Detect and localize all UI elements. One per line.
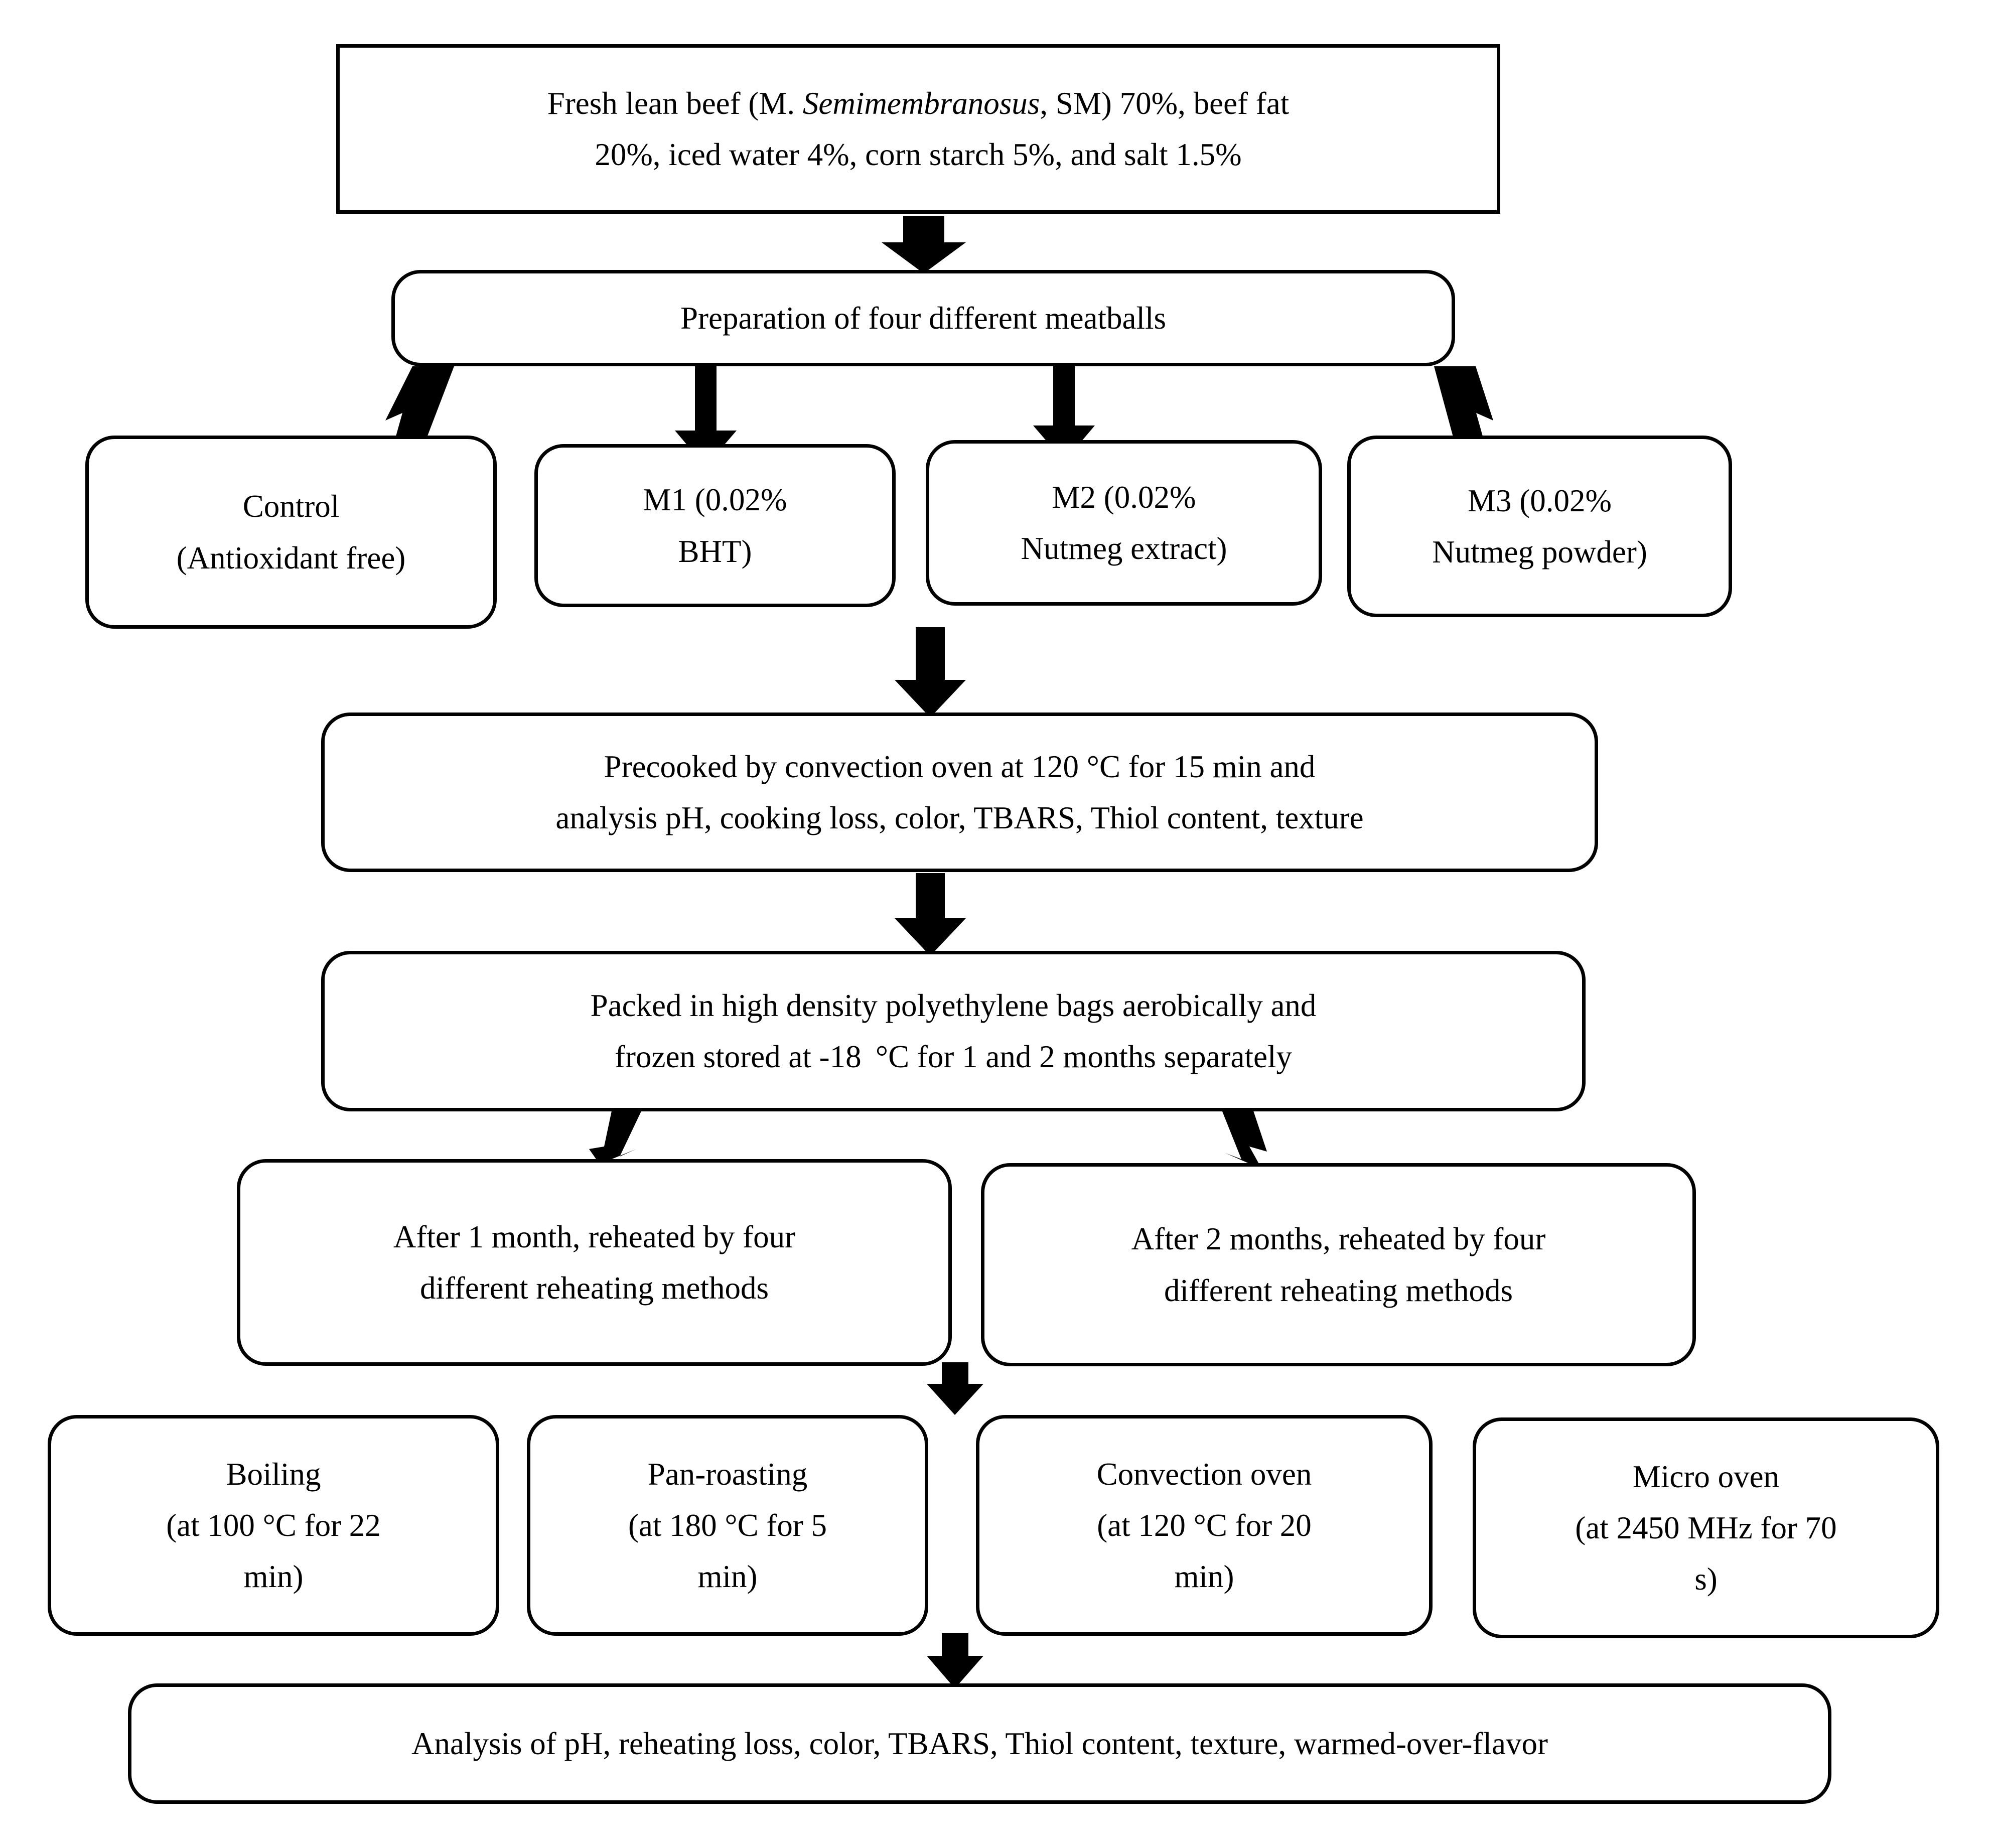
reheat-pan-roasting-line-3: min) xyxy=(697,1559,758,1595)
treatment-m2-line-2: Nutmeg extract) xyxy=(1021,531,1227,566)
reheat-micro-oven-line-2: (at 2450 MHz for 70 xyxy=(1575,1510,1837,1545)
arrow-packed-to-after-1-month xyxy=(589,1104,645,1164)
node-reheat-micro-oven: Micro oven (at 2450 MHz for 70 s) xyxy=(1473,1417,1939,1638)
formulation-line-1: Fresh lean beef (M. Semimembranosus, SM)… xyxy=(547,85,1290,121)
after-1-month-line-1: After 1 month, reheated by four xyxy=(393,1219,796,1254)
node-treatment-m2: M2 (0.02% Nutmeg extract) xyxy=(926,440,1322,606)
node-preparation: Preparation of four different meatballs xyxy=(391,270,1455,366)
after-1-month-line-2: different reheating methods xyxy=(419,1270,769,1306)
node-reheat-convection-oven: Convection oven (at 120 °C for 20 min) xyxy=(976,1415,1433,1636)
reheat-boiling-line-3: min) xyxy=(243,1559,304,1595)
preparation-label: Preparation of four different meatballs xyxy=(680,300,1166,336)
reheat-boiling-line-1: Boiling xyxy=(226,1456,321,1492)
precooked-line-1: Precooked by convection oven at 120 °C f… xyxy=(604,749,1316,784)
final-analysis-label: Analysis of pH, reheating loss, color, T… xyxy=(411,1726,1548,1761)
node-reheat-boiling: Boiling (at 100 °C for 22 min) xyxy=(48,1415,499,1636)
reheat-micro-oven-line-3: s) xyxy=(1694,1561,1718,1597)
reheat-convection-oven-line-2: (at 120 °C for 20 xyxy=(1097,1507,1312,1543)
node-after-2-months: After 2 months, reheated by four differe… xyxy=(981,1163,1696,1366)
reheat-pan-roasting-line-1: Pan-roasting xyxy=(647,1456,808,1492)
arrow-treatments-to-precooked xyxy=(895,627,966,718)
node-treatment-m3: M3 (0.02% Nutmeg powder) xyxy=(1347,436,1732,617)
after-2-months-line-1: After 2 months, reheated by four xyxy=(1131,1221,1546,1257)
treatment-m3-line-1: M3 (0.02% xyxy=(1468,483,1612,518)
packed-line-2: frozen stored at -18 °C for 1 and 2 mont… xyxy=(615,1039,1292,1074)
treatment-m1-line-1: M1 (0.02% xyxy=(643,482,787,518)
reheat-convection-oven-line-3: min) xyxy=(1174,1559,1234,1595)
node-reheat-pan-roasting: Pan-roasting (at 180 °C for 5 min) xyxy=(527,1415,928,1636)
arrow-reheating-to-final-analysis xyxy=(927,1633,983,1688)
treatment-m1-line-2: BHT) xyxy=(678,533,752,569)
reheat-pan-roasting-line-2: (at 180 °C for 5 xyxy=(628,1507,827,1543)
node-precooked: Precooked by convection oven at 120 °C f… xyxy=(321,713,1598,872)
treatment-m2-line-1: M2 (0.02% xyxy=(1052,479,1196,515)
node-after-1-month: After 1 month, reheated by four differen… xyxy=(237,1159,952,1366)
treatment-m3-line-2: Nutmeg powder) xyxy=(1432,534,1647,570)
node-packed: Packed in high density polyethylene bags… xyxy=(321,951,1586,1111)
node-treatment-m1: M1 (0.02% BHT) xyxy=(534,444,896,607)
node-treatment-control: Control (Antioxidant free) xyxy=(85,436,497,629)
arrow-precooked-to-packed xyxy=(895,873,966,956)
node-formulation: Fresh lean beef (M. Semimembranosus, SM)… xyxy=(336,44,1500,214)
arrow-packed-to-after-2-months xyxy=(1220,1106,1267,1169)
packed-line-1: Packed in high density polyethylene bags… xyxy=(590,987,1317,1023)
reheat-boiling-line-2: (at 100 °C for 22 xyxy=(166,1507,381,1543)
treatment-control-line-2: (Antioxidant free) xyxy=(176,540,406,576)
reheat-micro-oven-line-1: Micro oven xyxy=(1632,1459,1780,1494)
node-final-analysis: Analysis of pH, reheating loss, color, T… xyxy=(128,1683,1831,1804)
reheat-convection-oven-line-1: Convection oven xyxy=(1096,1456,1312,1492)
precooked-line-2: analysis pH, cooking loss, color, TBARS,… xyxy=(555,800,1364,835)
arrow-storage-to-reheating xyxy=(927,1362,983,1415)
treatment-control-line-1: Control xyxy=(242,489,340,524)
formulation-line-2: 20%, iced water 4%, corn starch 5%, and … xyxy=(595,137,1242,172)
arrow-formulation-to-preparation xyxy=(882,216,966,273)
after-2-months-line-2: different reheating methods xyxy=(1164,1272,1513,1308)
